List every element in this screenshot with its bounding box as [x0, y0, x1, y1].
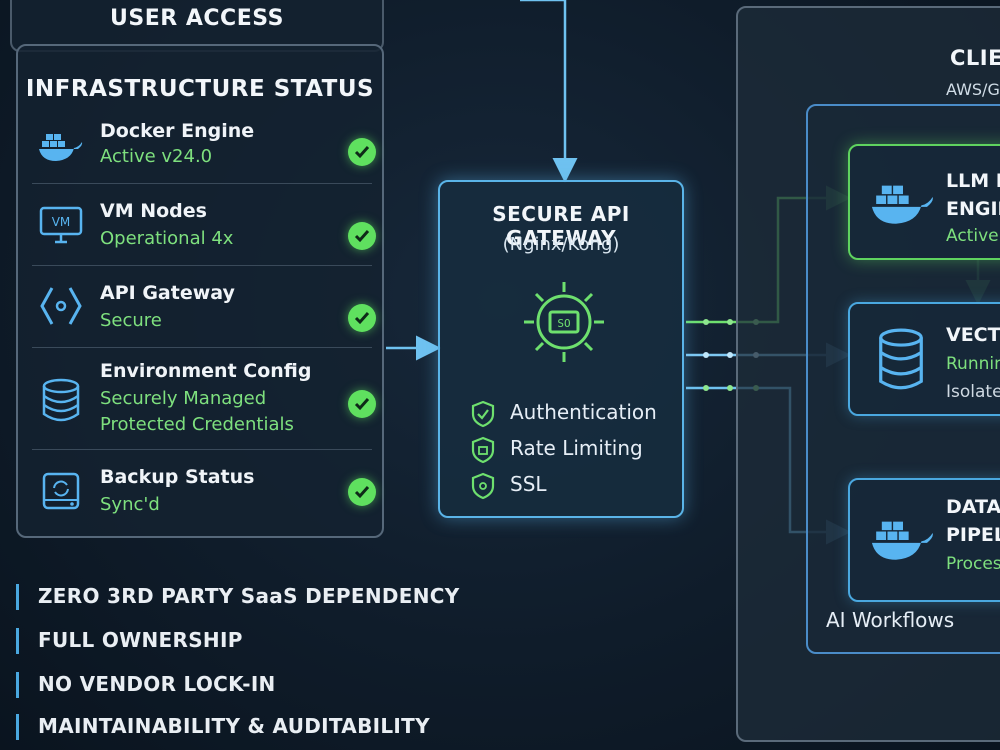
- service-name: VECTO: [946, 324, 1000, 346]
- service-name: DATA P: [946, 496, 1000, 518]
- bullet-bar: [16, 628, 19, 654]
- cloud-subtitle: AWS/G: [946, 80, 1000, 99]
- svg-text:VM: VM: [52, 215, 71, 229]
- check-circle-icon: [348, 138, 376, 166]
- feature-label: SSL: [510, 472, 547, 496]
- service-status: Process: [946, 554, 1000, 574]
- shield-check-icon: [471, 400, 495, 428]
- infra-item-status: Active v24.0: [100, 146, 213, 167]
- principle-text: FULL OWNERSHIP: [38, 628, 243, 652]
- user-access-title: USER ACCESS: [110, 6, 284, 31]
- secure-api-gateway-panel: SECURE API GATEWAY (Nginx/Kong) SO Authe…: [438, 180, 684, 518]
- infra-item-status: Sync'd: [100, 494, 160, 515]
- infra-item-docker-engine: Docker Engine Active v24.0: [32, 112, 376, 184]
- principle-text: ZERO 3RD PARTY SaaS DEPENDENCY: [38, 584, 460, 608]
- service-status-detail: Isolated: [946, 382, 1000, 402]
- user-access-panel: USER ACCESS: [10, 0, 384, 52]
- service-vector-db: VECTO Running Isolated: [848, 302, 1000, 416]
- cloud-title: CLIEN: [950, 46, 1000, 70]
- infra-item-name: Docker Engine: [100, 120, 255, 142]
- bullet-bar: [16, 584, 19, 610]
- infra-item-status: Secure: [100, 310, 162, 331]
- monitor-vm-icon: VM: [39, 206, 83, 244]
- infra-item-backup-status: Backup Status Sync'd: [32, 452, 376, 532]
- shield-icon: [471, 436, 495, 464]
- ai-workflows-label: AI Workflows: [826, 608, 955, 632]
- infra-item-name: VM Nodes: [100, 200, 207, 222]
- backup-drive-icon: [42, 472, 80, 510]
- check-circle-icon: [348, 478, 376, 506]
- feature-label: Authentication: [510, 400, 657, 424]
- line-user-to-gateway: [520, 0, 578, 183]
- infrastructure-status-title: INFRASTRUCTURE STATUS: [25, 76, 375, 102]
- infra-item-name: Backup Status: [100, 466, 255, 488]
- check-circle-icon: [348, 390, 376, 418]
- infra-item-vm-nodes: VM VM Nodes Operational 4x: [32, 186, 376, 266]
- api-brackets-icon: [40, 287, 82, 325]
- shield-lock-icon: [471, 472, 495, 500]
- bullet-bar: [16, 672, 19, 698]
- docker-whale-icon: [871, 521, 933, 560]
- svg-text:SO: SO: [557, 317, 570, 330]
- check-circle-icon: [348, 222, 376, 250]
- infra-item-api-gateway: API Gateway Secure: [32, 268, 376, 348]
- service-name: LLM IN: [946, 170, 1000, 192]
- infra-item-name: Environment Config: [100, 360, 312, 382]
- infra-item-environment-config: Environment Config Securely Managed Prot…: [32, 350, 376, 450]
- gateway-title: SECURE API GATEWAY: [492, 202, 630, 250]
- infrastructure-status-panel: INFRASTRUCTURE STATUS Docker Engine Acti…: [16, 44, 384, 538]
- bullet-bar: [16, 714, 19, 740]
- docker-whale-icon: [871, 185, 933, 224]
- service-name-line2: ENGIN: [946, 198, 1000, 220]
- principle-text: MAINTAINABILITY & AUDITABILITY: [38, 714, 430, 738]
- service-data-pipeline: DATA P PIPEL Process: [848, 478, 1000, 602]
- service-name-line2: PIPEL: [946, 524, 1000, 546]
- infra-item-status: Operational 4x: [100, 228, 234, 249]
- feature-label: Rate Limiting: [510, 436, 643, 460]
- check-circle-icon: [348, 304, 376, 332]
- service-status: Active,: [946, 226, 1000, 246]
- infra-item-status-detail: Protected Credentials: [100, 414, 294, 435]
- infra-item-status: Securely Managed: [100, 388, 267, 409]
- principle-text: NO VENDOR LOCK-IN: [38, 672, 276, 696]
- infra-item-name: API Gateway: [100, 282, 235, 304]
- service-status: Running: [946, 354, 1000, 374]
- database-icon: [879, 328, 923, 390]
- gateway-subtitle: (Nginx/Kong): [502, 234, 620, 255]
- database-icon: [42, 378, 80, 422]
- service-llm-inference: LLM IN ENGIN Active,: [848, 144, 1000, 260]
- docker-whale-icon: [39, 134, 83, 161]
- gear-lock-icon: SO: [524, 282, 604, 362]
